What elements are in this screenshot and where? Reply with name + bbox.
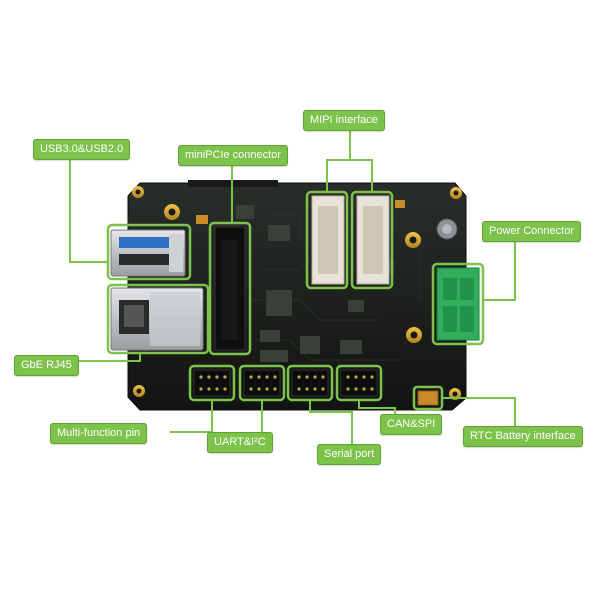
minipcie-label: miniPCIe connector [178, 145, 288, 166]
mipi-connectors [311, 195, 390, 285]
capacitor [436, 218, 458, 240]
minipcie-slot [214, 226, 246, 351]
serial-port-label: Serial port [317, 444, 382, 465]
smd-components [196, 200, 405, 362]
usb-label: USB3.0&USB2.0 [33, 139, 131, 160]
rj45-label: GbE RJ45 [14, 355, 79, 376]
pin-headers [193, 369, 378, 397]
uart-i2c-label: UART&I²C [207, 432, 273, 453]
multifunction-pin-label: Multi-function pin [50, 423, 148, 444]
rtc-battery-label: RTC Battery interface [463, 426, 583, 447]
can-spi-label: CAN&SPI [380, 414, 443, 435]
mipi-label: MIPI interface [303, 110, 385, 131]
highlight-boxes [106, 190, 485, 411]
header-pins [199, 375, 374, 391]
rj45-port [110, 287, 204, 351]
rtc-connector [417, 390, 439, 406]
power-terminal [436, 267, 480, 341]
usb-port [110, 229, 186, 277]
power-connector-label: Power Connector [482, 221, 581, 242]
